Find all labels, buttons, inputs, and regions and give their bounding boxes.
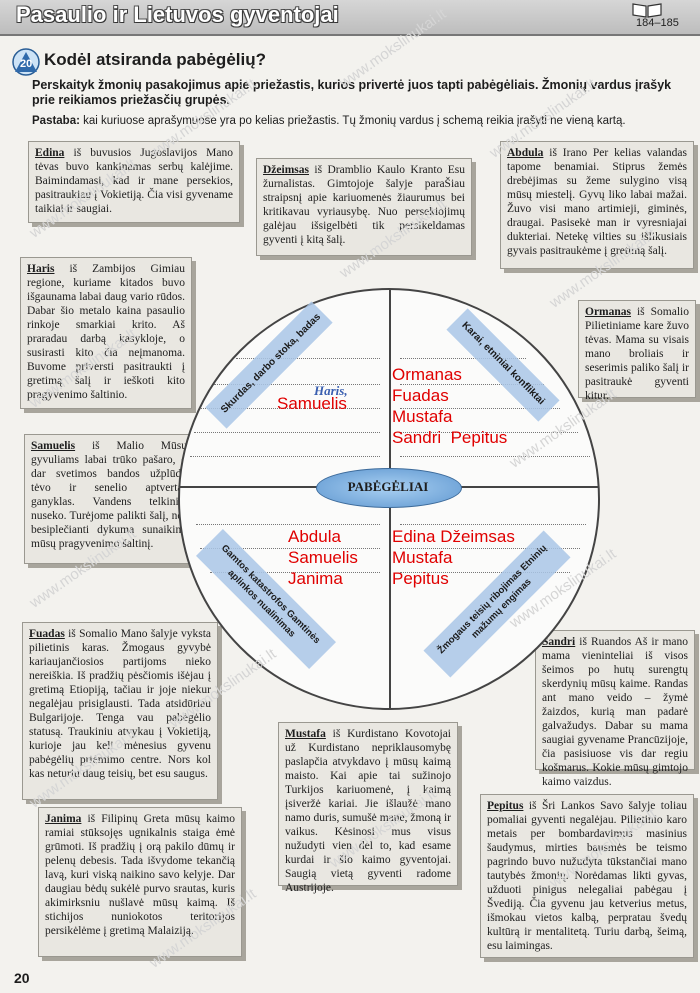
- answer-line: [210, 572, 380, 573]
- note-text: kai kuriuose aprašymuose yra po kelias p…: [83, 115, 626, 127]
- card-name: Džeimsas: [263, 164, 309, 176]
- header-bar: [0, 0, 700, 36]
- card-name: Sandri: [542, 636, 576, 648]
- answer-top-right: Ormanas Fuadas Mustafa Sandri Pepitus: [392, 365, 508, 447]
- answer-line: [214, 384, 380, 385]
- answer-line: [400, 524, 586, 525]
- card-name: Abdula: [507, 147, 544, 159]
- chapter-title: Pasaulio ir Lietuvos gyventojai: [16, 2, 339, 27]
- answer-line: [400, 384, 544, 385]
- answer-top-left: Samuelis: [277, 394, 347, 413]
- answer-line: [200, 548, 380, 549]
- story-card-fuadas: Fuadas iš Somalio Mano šalyje vyksta pil…: [22, 622, 218, 800]
- book-icon: [632, 3, 662, 18]
- page-reference: 184–185: [636, 17, 679, 29]
- story-card-janima: Janima iš Filipinų Greta mūsų kaimo rami…: [38, 807, 242, 957]
- story-card-samuelis: Samuelis iš Malio Mūsų gyvuliams labai t…: [24, 434, 194, 564]
- answer-bottom-left: Abdula Samuelis Janima: [288, 527, 358, 588]
- story-card-pepitus: Pepitus iš Šri Lankos Savo šalyje toliau…: [480, 794, 694, 958]
- section-number-badge: [12, 48, 40, 76]
- section-title: Kodėl atsiranda pabėgėlių?: [44, 50, 266, 69]
- card-name: Pepitus: [487, 800, 524, 812]
- answer-line: [400, 572, 570, 573]
- story-card-mustafa: Mustafa iš Kurdistano Kovotojai už Kurdi…: [278, 722, 458, 894]
- story-card-haris: Haris iš Zambijos Gimiau regione, kuriam…: [20, 257, 192, 409]
- card-text: iš Irano Per kelias valandas tapome bena…: [507, 147, 687, 257]
- card-text: iš Somalio Pilietiniame kare žuvo tėvas.…: [585, 306, 689, 402]
- answer-bottom-right: Edina Džeimsas Mustafa Pepitus: [392, 527, 515, 588]
- answer-haris: Haris,: [314, 383, 348, 398]
- answer-line: [196, 524, 380, 525]
- answer-line: [400, 408, 560, 409]
- story-card-ormanas: Ormanas iš Somalio Pilietiniame kare žuv…: [578, 300, 696, 402]
- task-instruction: Perskaityk žmonių pasakojimus apie priež…: [32, 78, 672, 107]
- answer-line: [194, 432, 380, 433]
- card-name: Fuadas: [29, 628, 65, 640]
- card-text: iš Malio Mūsų gyvuliams labai trūko paša…: [31, 440, 187, 550]
- answer-line: [200, 408, 380, 409]
- center-oval: [316, 468, 462, 508]
- card-name: Mustafa: [285, 728, 326, 740]
- answer-line: [400, 432, 578, 433]
- card-name: Samuelis: [31, 440, 76, 452]
- answer-line: [400, 548, 580, 549]
- card-text: iš Kurdistano Kovotojai už Kurdistano ne…: [285, 728, 451, 894]
- card-text: iš Ruandos Aš ir mano mama vieninteliai …: [542, 636, 688, 788]
- card-text: iš Zambijos Gimiau regione, kuriame kita…: [27, 263, 185, 401]
- note-label: Pastaba:: [32, 115, 80, 127]
- answer-line: [400, 358, 526, 359]
- story-card-edina: Edina iš buvusios Jugoslavijos Mano tėva…: [28, 141, 240, 223]
- card-text: iš Somalio Mano šalyje vyksta pilietinis…: [29, 628, 211, 780]
- task-note: Pastaba: kai kuriuose aprašymuose yra po…: [32, 115, 692, 127]
- story-card-abdula: Abdula iš Irano Per kelias valandas tapo…: [500, 141, 694, 269]
- card-name: Ormanas: [585, 306, 631, 318]
- card-text: iš Filipinų Greta mūsų kaimo ramiai stūk…: [45, 813, 235, 937]
- section-number: 20: [20, 58, 33, 70]
- answer-line: [236, 358, 380, 359]
- center-label: PABĖGĖLIAI: [347, 479, 429, 494]
- story-card-sandri: Sandri iš Ruandos Aš ir mano mama vienin…: [535, 630, 695, 788]
- card-text: iš buvusios Jugoslavijos Mano tėvas buvo…: [35, 147, 233, 215]
- card-name: Edina: [35, 147, 65, 159]
- card-text: iš Šri Lankos Savo šalyje toliau pomalia…: [487, 800, 687, 952]
- card-text: iš Dramblio Kaulo Kranto Esu žurnalistas…: [263, 164, 465, 246]
- story-card-dzeimsas: Džeimsas iš Dramblio Kaulo Kranto Esu žu…: [256, 158, 472, 256]
- answer-line: [400, 456, 590, 457]
- card-name: Haris: [27, 263, 55, 275]
- page-number: 20: [14, 970, 30, 986]
- card-name: Janima: [45, 813, 82, 825]
- answer-line: [190, 456, 380, 457]
